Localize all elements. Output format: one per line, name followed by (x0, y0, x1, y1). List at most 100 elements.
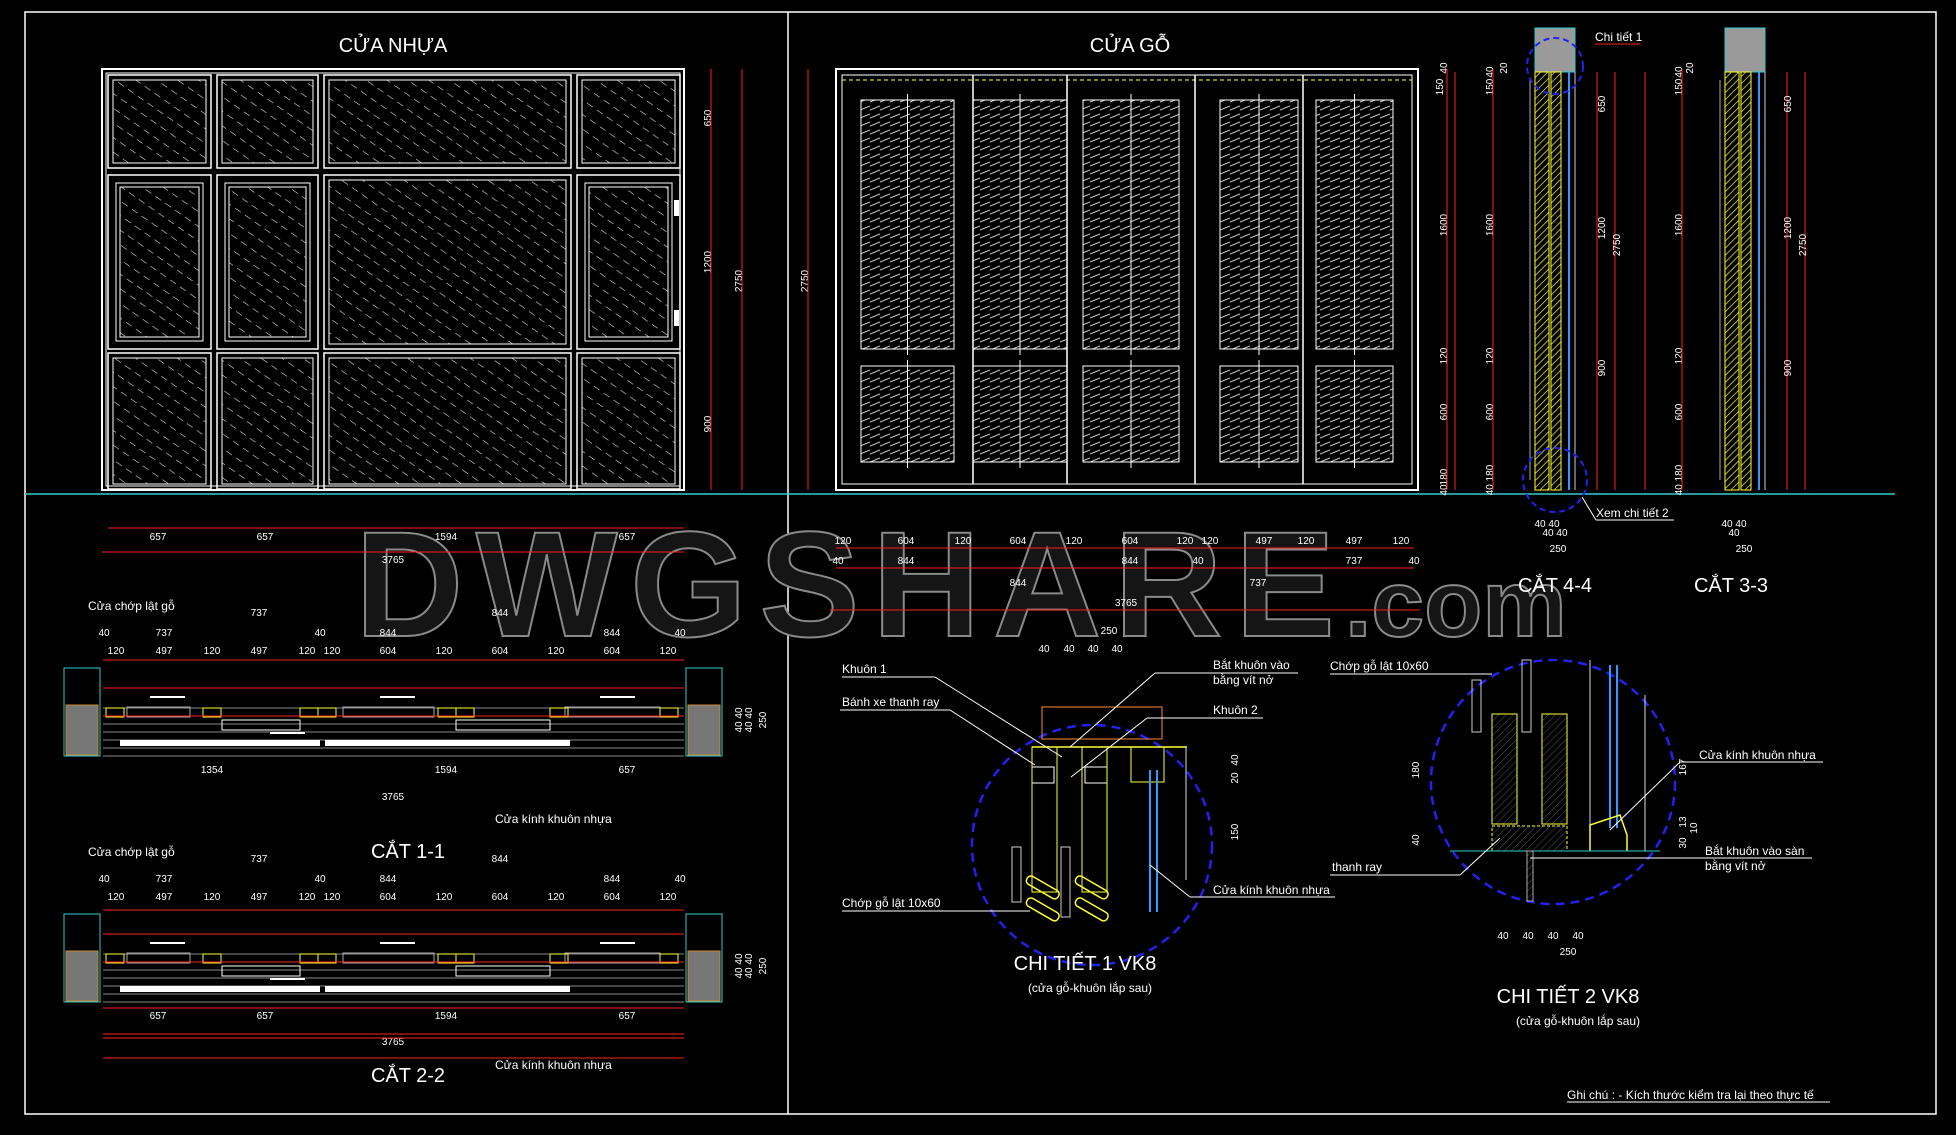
dimension-value: 20 (1499, 62, 1510, 74)
dimension-value: 40 (1230, 754, 1241, 766)
dimension-value: 120 (1066, 536, 1083, 547)
louver-leaf-section (1534, 71, 1550, 491)
dimension-value: 180 (1411, 761, 1422, 778)
sliding-leaf (221, 719, 301, 731)
glass-panel-hatch (588, 186, 669, 338)
dimension-value: 657 (257, 1011, 274, 1022)
detail-1-marker (1526, 37, 1584, 95)
dimension-value: 1200 (703, 250, 714, 273)
glass-leaf (120, 986, 320, 992)
label-banh-xe: Bánh xe thanh ray (842, 695, 939, 709)
dimension-value: 120 (660, 892, 677, 903)
panel-frame (107, 352, 212, 490)
dimension-value: 844 (1010, 578, 1027, 589)
dimension-value: 120 (436, 646, 453, 657)
panel-frame (107, 174, 212, 350)
wall-block (63, 913, 101, 1003)
glass-panel-hatch (328, 79, 567, 164)
stile (317, 953, 337, 964)
glass-panel-hatch (581, 79, 676, 164)
dimension-lines (102, 69, 1683, 1059)
dimension-value: 120 (1674, 347, 1685, 364)
label-chop-go-2: Chớp gỗ lật 10x60 (1330, 658, 1429, 673)
dimension-value: 120 (1298, 536, 1315, 547)
stile (455, 953, 475, 964)
glass-panel-hatch (221, 79, 314, 164)
dimension-value: 120 (299, 646, 316, 657)
dimension-value: 497 (1256, 536, 1273, 547)
panel-frame (323, 174, 572, 350)
glass-panel-hatch (581, 357, 676, 485)
stile (549, 707, 569, 718)
dimension-value: 40 (1674, 66, 1685, 78)
dimension-value: 604 (898, 536, 915, 547)
dimension-value: 3765 (382, 555, 405, 566)
dimension-value: 120 (204, 646, 221, 657)
dimension-value: 604 (380, 892, 397, 903)
dimension-value: 40 40 (744, 953, 755, 978)
louver-leaf-section (1724, 71, 1740, 491)
louver-leaf-section (1550, 71, 1562, 491)
stile (202, 707, 222, 718)
dimension-value: 657 (150, 532, 167, 543)
dimension-value: 20 (1685, 62, 1696, 74)
dimension-value: 737 (1346, 556, 1363, 567)
label-cua-kinh-d2: Cửa kính khuôn nhựa (1699, 748, 1816, 762)
dimension-value: 650 (703, 109, 714, 126)
dimension-value: 250 (1560, 947, 1577, 958)
dimension-value: 1594 (435, 765, 458, 776)
dimension-value: 737 (251, 608, 268, 619)
hinge-icon (674, 200, 679, 216)
louver-leaf-section (1740, 71, 1752, 491)
dimension-value: 40 (1408, 556, 1420, 567)
dimension-value: 40 (98, 874, 110, 885)
dimension-value: 40 (314, 628, 326, 639)
title-cat-3-3: CẮT 3-3 (1694, 573, 1768, 597)
label-cua-chop-1: Cửa chớp lật gỗ (88, 598, 175, 613)
wall-block (63, 667, 101, 757)
dimension-value: 3765 (1115, 598, 1138, 609)
dimension-value: 497 (156, 646, 173, 657)
dimension-value: 40 (1485, 66, 1496, 78)
wall-block-fill (687, 704, 721, 756)
dimension-value: 167 (1678, 758, 1689, 775)
label-bat-san-2: bằng vít nở (1705, 858, 1766, 873)
label-bat-khuon-1: Bắt khuôn vào (1213, 657, 1290, 672)
sliding-leaf (221, 965, 301, 977)
dimension-value: 40 (1192, 556, 1204, 567)
dimension-value: 40 (1087, 644, 1099, 655)
title-detail-2: CHI TIẾT 2 VK8 (1497, 985, 1640, 1008)
dimension-value: 497 (1346, 536, 1363, 547)
dimension-value: 604 (492, 646, 509, 657)
dimension-value: 844 (492, 854, 509, 865)
dimension-value: 40 (1572, 931, 1584, 942)
label-chi-tiet-1: Chi tiết 1 (1595, 30, 1643, 44)
dimension-value: 40 180 (1485, 464, 1496, 495)
sliding-leaf (126, 952, 191, 964)
dimension-value: 10 (1689, 822, 1700, 834)
dimension-value: 40 (674, 874, 686, 885)
dimension-value: 120 (1202, 536, 1219, 547)
dimension-value: 120 (548, 646, 565, 657)
dimension-value: 150 (1485, 78, 1496, 95)
dimension-value: 844 (604, 874, 621, 885)
dimension-value: 3765 (382, 1037, 405, 1048)
title-cat-1-1: CẮT 1-1 (371, 839, 445, 863)
dimension-value: 150 (1674, 78, 1685, 95)
panel-frame (576, 352, 681, 490)
dimension-value: 120 (1393, 536, 1410, 547)
dimension-value: 900 (703, 415, 714, 432)
dimension-value: 737 (251, 854, 268, 865)
dimension-value: 250 (758, 957, 769, 974)
detail-2: Chớp gỗ lật 10x60 Cửa kính khuôn nhựa Bắ… (1330, 658, 1823, 1028)
glass-panel-hatch (112, 79, 207, 164)
dimension-value: 604 (1010, 536, 1027, 547)
dimension-value: 900 (1783, 359, 1794, 376)
dimension-value: 40 (1439, 62, 1450, 74)
dimension-value: 657 (619, 1011, 636, 1022)
wall-block-fill (687, 950, 721, 1002)
wood-door-elevation: CỬA GỖ (835, 33, 1419, 491)
dimension-value: 604 (1122, 536, 1139, 547)
dimension-value: 120 (660, 646, 677, 657)
